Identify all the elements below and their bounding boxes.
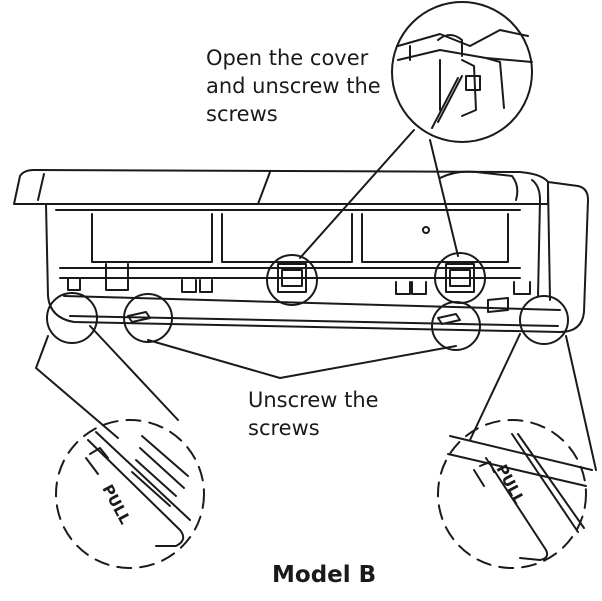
callout-open-cover: Open the cover and unscrew the screws — [206, 44, 381, 128]
callout-unscrew-line1: Unscrew the — [248, 388, 379, 412]
screw-highlight-circles — [46, 252, 569, 351]
top-detail-magnifier — [391, 1, 533, 143]
callout-open-cover-line1: Open the cover — [206, 46, 369, 70]
detail-label-left: PULL — [98, 481, 134, 527]
indoor-unit-body — [13, 169, 589, 333]
callout-open-cover-line3: screws — [206, 102, 278, 126]
callout-open-cover-line2: and unscrew the — [206, 74, 381, 98]
right-detail-magnifier — [437, 419, 593, 569]
callout-unscrew-line2: screws — [248, 416, 320, 440]
callout-leader-lines — [35, 129, 597, 471]
detail-label-right: PULL — [492, 461, 528, 507]
callout-unscrew: Unscrew the screws — [248, 386, 379, 442]
model-caption: Model B — [272, 562, 377, 588]
left-detail-magnifier — [55, 419, 205, 569]
